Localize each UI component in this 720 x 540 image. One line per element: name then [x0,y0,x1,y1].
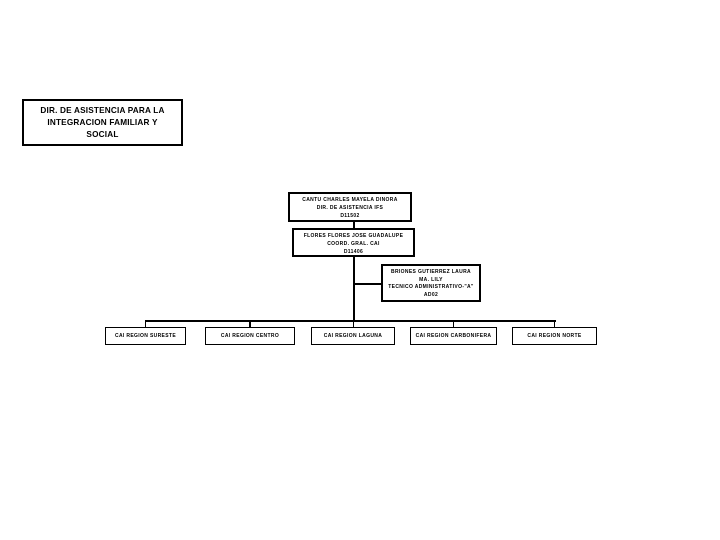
coordinator-name: FLORES FLORES JOSE GUADALUPE [303,233,404,239]
region-label: CAI REGION CENTRO [220,333,280,339]
org-node-region-centro: CAI REGION CENTRO [205,327,295,345]
region-label: CAI REGION SURESTE [114,333,177,339]
region-label: CAI REGION CARBONIFERA [415,333,492,339]
director-name: CANTU CHARLES MAYELA DINORA [302,197,398,203]
coordinator-code: D11406 [343,249,364,255]
connector-stub-region-centro [249,321,251,328]
department-title-line: DIR. DE ASISTENCIA PARA LA [40,106,165,115]
admin-title: TECNICO ADMINISTRATIVO-"A" [388,284,474,291]
department-title-line: SOCIAL [86,130,119,140]
director-code: D11502 [340,213,360,219]
org-node-director: CANTU CHARLES MAYELA DINORA DIR. DE ASIS… [288,192,412,222]
admin-code: AD02 [423,291,439,298]
connector-stub-region-norte [553,321,556,328]
region-label: CAI REGION LAGUNA [323,333,383,339]
department-title-line: INTEGRACION FAMILIAR Y [47,118,158,128]
coordinator-title: COORD. GRAL. CAI [327,241,380,247]
admin-name-line2: MA. LILY [419,276,443,283]
org-node-admin-technician: BRIONES GUTIERREZ LAURA MA. LILY TECNICO… [381,264,481,302]
org-node-coordinator: FLORES FLORES JOSE GUADALUPE COORD. GRAL… [292,228,415,257]
connector-stub-region-sureste [144,321,147,328]
connector-director-coordinator [353,222,355,228]
org-node-region-laguna: CAI REGION LAGUNA [311,327,395,345]
org-node-region-carbonifera: CAI REGION CARBONIFERA [410,327,497,345]
connector-stub-region-carbonifera [452,321,455,328]
director-title: DIR. DE ASISTENCIA IFS [316,205,384,211]
region-label: CAI REGION NORTE [527,333,582,339]
department-title-box: DIR. DE ASISTENCIA PARA LA INTEGRACION F… [22,99,183,146]
connector-main-vertical [353,257,355,321]
connector-distribution-horizontal [144,320,556,322]
connector-stub-region-laguna [352,321,355,328]
org-node-region-norte: CAI REGION NORTE [512,327,597,345]
admin-name-line1: BRIONES GUTIERREZ LAURA [391,269,471,275]
connector-branch-assistant [354,283,381,285]
org-node-region-sureste: CAI REGION SURESTE [105,327,186,345]
